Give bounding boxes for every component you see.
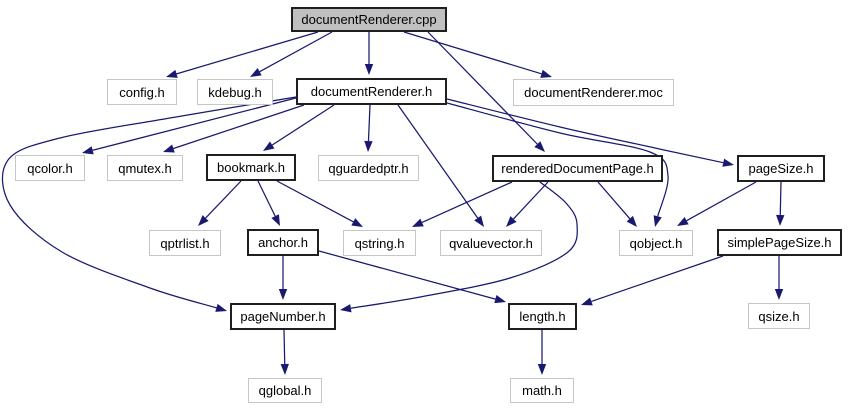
node-simplepagesize-h[interactable]: simplePageSize.h bbox=[717, 229, 842, 256]
node-pagenumber-h[interactable]: pageNumber.h bbox=[230, 303, 336, 330]
node-kdebug-h[interactable]: kdebug.h bbox=[197, 79, 273, 105]
node-documentrenderer-h[interactable]: documentRenderer.h bbox=[296, 78, 447, 105]
edge-documentrenderer-cpp-documentrenderer-h bbox=[364, 32, 374, 75]
node-qmutex-h[interactable]: qmutex.h bbox=[107, 155, 183, 181]
arrowhead bbox=[474, 215, 484, 227]
node-math-h[interactable]: math.h bbox=[510, 378, 574, 403]
arrowhead bbox=[626, 215, 637, 227]
arrowhead bbox=[263, 141, 275, 151]
arrowhead bbox=[271, 214, 280, 226]
edge-documentrenderer-h-qcolor-h bbox=[82, 97, 297, 155]
edge-documentrenderer-h-qvaluevector-h bbox=[397, 104, 484, 227]
arrowhead bbox=[364, 140, 373, 152]
edge-documentrenderer-cpp-documentrenderer-moc bbox=[403, 31, 552, 78]
node-qsize-h[interactable]: qsize.h bbox=[748, 303, 810, 329]
arrowhead bbox=[534, 141, 545, 152]
edge-bookmark-h-qptrlist-h bbox=[198, 180, 242, 226]
edge-simplepagesize-h-length-h bbox=[581, 255, 724, 306]
edge-documentrenderer-cpp-config-h bbox=[166, 31, 319, 78]
arrowhead bbox=[163, 144, 175, 153]
edge-anchor-h-pagenumber-h bbox=[278, 256, 288, 300]
node-length-h[interactable]: length.h bbox=[508, 303, 577, 330]
node-documentrenderer-moc[interactable]: documentRenderer.moc bbox=[513, 79, 674, 106]
node-qobject-h[interactable]: qobject.h bbox=[619, 230, 693, 256]
node-qstring-h[interactable]: qstring.h bbox=[343, 230, 416, 256]
edge-documentrenderer-h-bookmark-h bbox=[263, 104, 335, 151]
edge-documentrenderer-h-pagesize-h bbox=[446, 98, 734, 167]
edge-documentrenderer-h-qmutex-h bbox=[163, 104, 305, 153]
edge-pagenumber-h-qglobal-h bbox=[280, 329, 289, 375]
arrowhead bbox=[722, 158, 734, 167]
edge-length-h-math-h bbox=[537, 330, 547, 375]
node-qguardedptr-h[interactable]: qguardedptr.h bbox=[318, 155, 419, 181]
node-bookmark-h[interactable]: bookmark.h bbox=[206, 154, 296, 181]
arrowhead bbox=[278, 289, 288, 300]
edge-documentrenderer-cpp-kdebug-h bbox=[250, 31, 333, 77]
node-qvaluevector-h[interactable]: qvaluevector.h bbox=[440, 230, 542, 256]
arrowhead bbox=[776, 214, 785, 226]
node-qcolor-h[interactable]: qcolor.h bbox=[15, 155, 85, 181]
arrowhead bbox=[774, 289, 784, 300]
edge-rendereddocumentpage-h-pagenumber-h bbox=[340, 181, 578, 313]
arrowhead bbox=[540, 69, 552, 78]
edge-simplepagesize-h-qsize-h bbox=[774, 256, 784, 300]
edge-bookmark-h-anchor-h bbox=[257, 180, 280, 226]
arrowhead bbox=[250, 68, 262, 77]
arrowhead bbox=[364, 64, 374, 75]
arrowhead bbox=[280, 363, 289, 375]
edge-documentrenderer-h-pagenumber-h bbox=[1, 96, 297, 312]
arrowhead bbox=[494, 295, 506, 304]
edge-rendereddocumentpage-h-qobject-h bbox=[597, 181, 637, 227]
node-pagesize-h[interactable]: pageSize.h bbox=[737, 155, 825, 182]
edge-rendereddocumentpage-h-qstring-h bbox=[412, 181, 513, 227]
arrowhead bbox=[166, 69, 178, 78]
node-anchor-h[interactable]: anchor.h bbox=[247, 229, 319, 256]
arrowhead bbox=[677, 216, 689, 226]
arrowhead bbox=[506, 216, 517, 227]
edge-documentrenderer-cpp-rendereddocumentpage-h bbox=[427, 31, 545, 152]
arrowhead bbox=[412, 218, 424, 227]
edge-pagesize-h-qobject-h bbox=[677, 181, 757, 226]
edge-pagesize-h-simplepagesize-h bbox=[776, 181, 785, 226]
arrowhead bbox=[351, 218, 363, 227]
edge-documentrenderer-h-qguardedptr-h bbox=[364, 104, 373, 152]
arrowhead bbox=[82, 146, 94, 155]
node-qglobal-h[interactable]: qglobal.h bbox=[248, 378, 322, 403]
arrowhead bbox=[537, 364, 547, 375]
arrowhead bbox=[198, 215, 209, 226]
arrowhead bbox=[340, 304, 352, 313]
edge-rendereddocumentpage-h-qvaluevector-h bbox=[506, 181, 549, 227]
node-rendereddocumentpage-h[interactable]: renderedDocumentPage.h bbox=[492, 155, 663, 182]
edge-anchor-h-length-h bbox=[318, 250, 506, 304]
node-documentrenderer-cpp[interactable]: documentRenderer.cpp bbox=[291, 7, 447, 32]
edge-bookmark-h-qstring-h bbox=[276, 180, 363, 227]
arrowhead bbox=[215, 303, 227, 312]
node-qptrlist-h[interactable]: qptrlist.h bbox=[149, 230, 221, 256]
edge-documentrenderer-h-qobject-h bbox=[446, 102, 669, 227]
node-config-h[interactable]: config.h bbox=[107, 79, 177, 105]
arrowhead bbox=[581, 297, 593, 306]
arrowhead bbox=[653, 215, 662, 227]
